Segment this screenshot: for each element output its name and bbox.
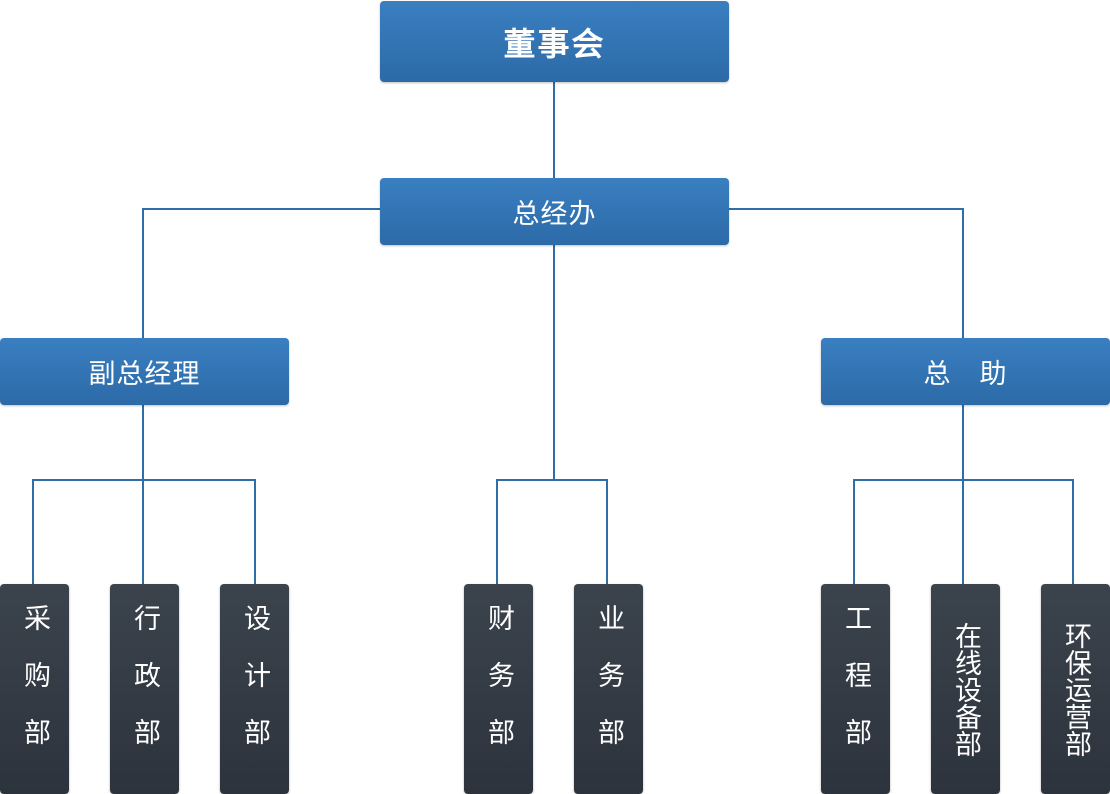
node-board: 董事会 <box>380 1 729 82</box>
dept-design-label: 设计部 <box>239 603 270 775</box>
dept-business-label: 业务部 <box>593 603 624 775</box>
dept-engineering-label: 工程部 <box>840 603 871 775</box>
node-board-label: 董事会 <box>503 24 606 63</box>
node-assistant: 总 助 <box>821 338 1110 405</box>
node-deputy-gm: 副总经理 <box>0 338 289 405</box>
dept-env-ops: 环保运营部 <box>1041 584 1110 794</box>
dept-procurement: 采购部 <box>0 584 69 794</box>
node-gm-office-label: 总经办 <box>512 199 597 230</box>
dept-online-equipment-label: 在线设备部 <box>950 621 981 757</box>
node-gm-office: 总经办 <box>380 178 729 245</box>
dept-online-equipment: 在线设备部 <box>931 584 1000 794</box>
node-deputy-gm-label: 副总经理 <box>88 359 201 390</box>
dept-admin: 行政部 <box>110 584 179 794</box>
dept-finance-label: 财务部 <box>483 603 514 775</box>
dept-procurement-label: 采购部 <box>19 603 50 775</box>
dept-admin-label: 行政部 <box>129 603 160 775</box>
dept-finance: 财务部 <box>464 584 533 794</box>
dept-engineering: 工程部 <box>821 584 890 794</box>
dept-design: 设计部 <box>220 584 289 794</box>
dept-business: 业务部 <box>574 584 643 794</box>
dept-env-ops-label: 环保运营部 <box>1060 621 1091 757</box>
node-assistant-label: 总 助 <box>923 359 1008 390</box>
